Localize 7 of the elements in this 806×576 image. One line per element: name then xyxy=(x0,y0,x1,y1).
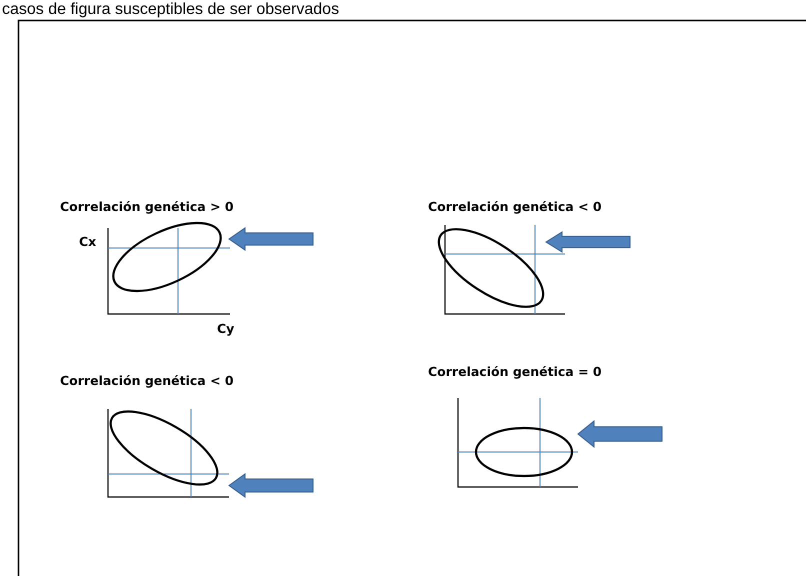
axis-label: Cx xyxy=(79,236,96,248)
plot-title: Correlación genética < 0 xyxy=(428,201,602,214)
plot-title: Correlación genética = 0 xyxy=(428,366,602,378)
axis-label: Cy xyxy=(217,323,234,336)
plot-title: Correlación genética > 0 xyxy=(60,201,234,214)
page-heading: casos de figura susceptibles de ser observados xyxy=(2,2,340,18)
plot-title: Correlación genética < 0 xyxy=(60,375,234,388)
